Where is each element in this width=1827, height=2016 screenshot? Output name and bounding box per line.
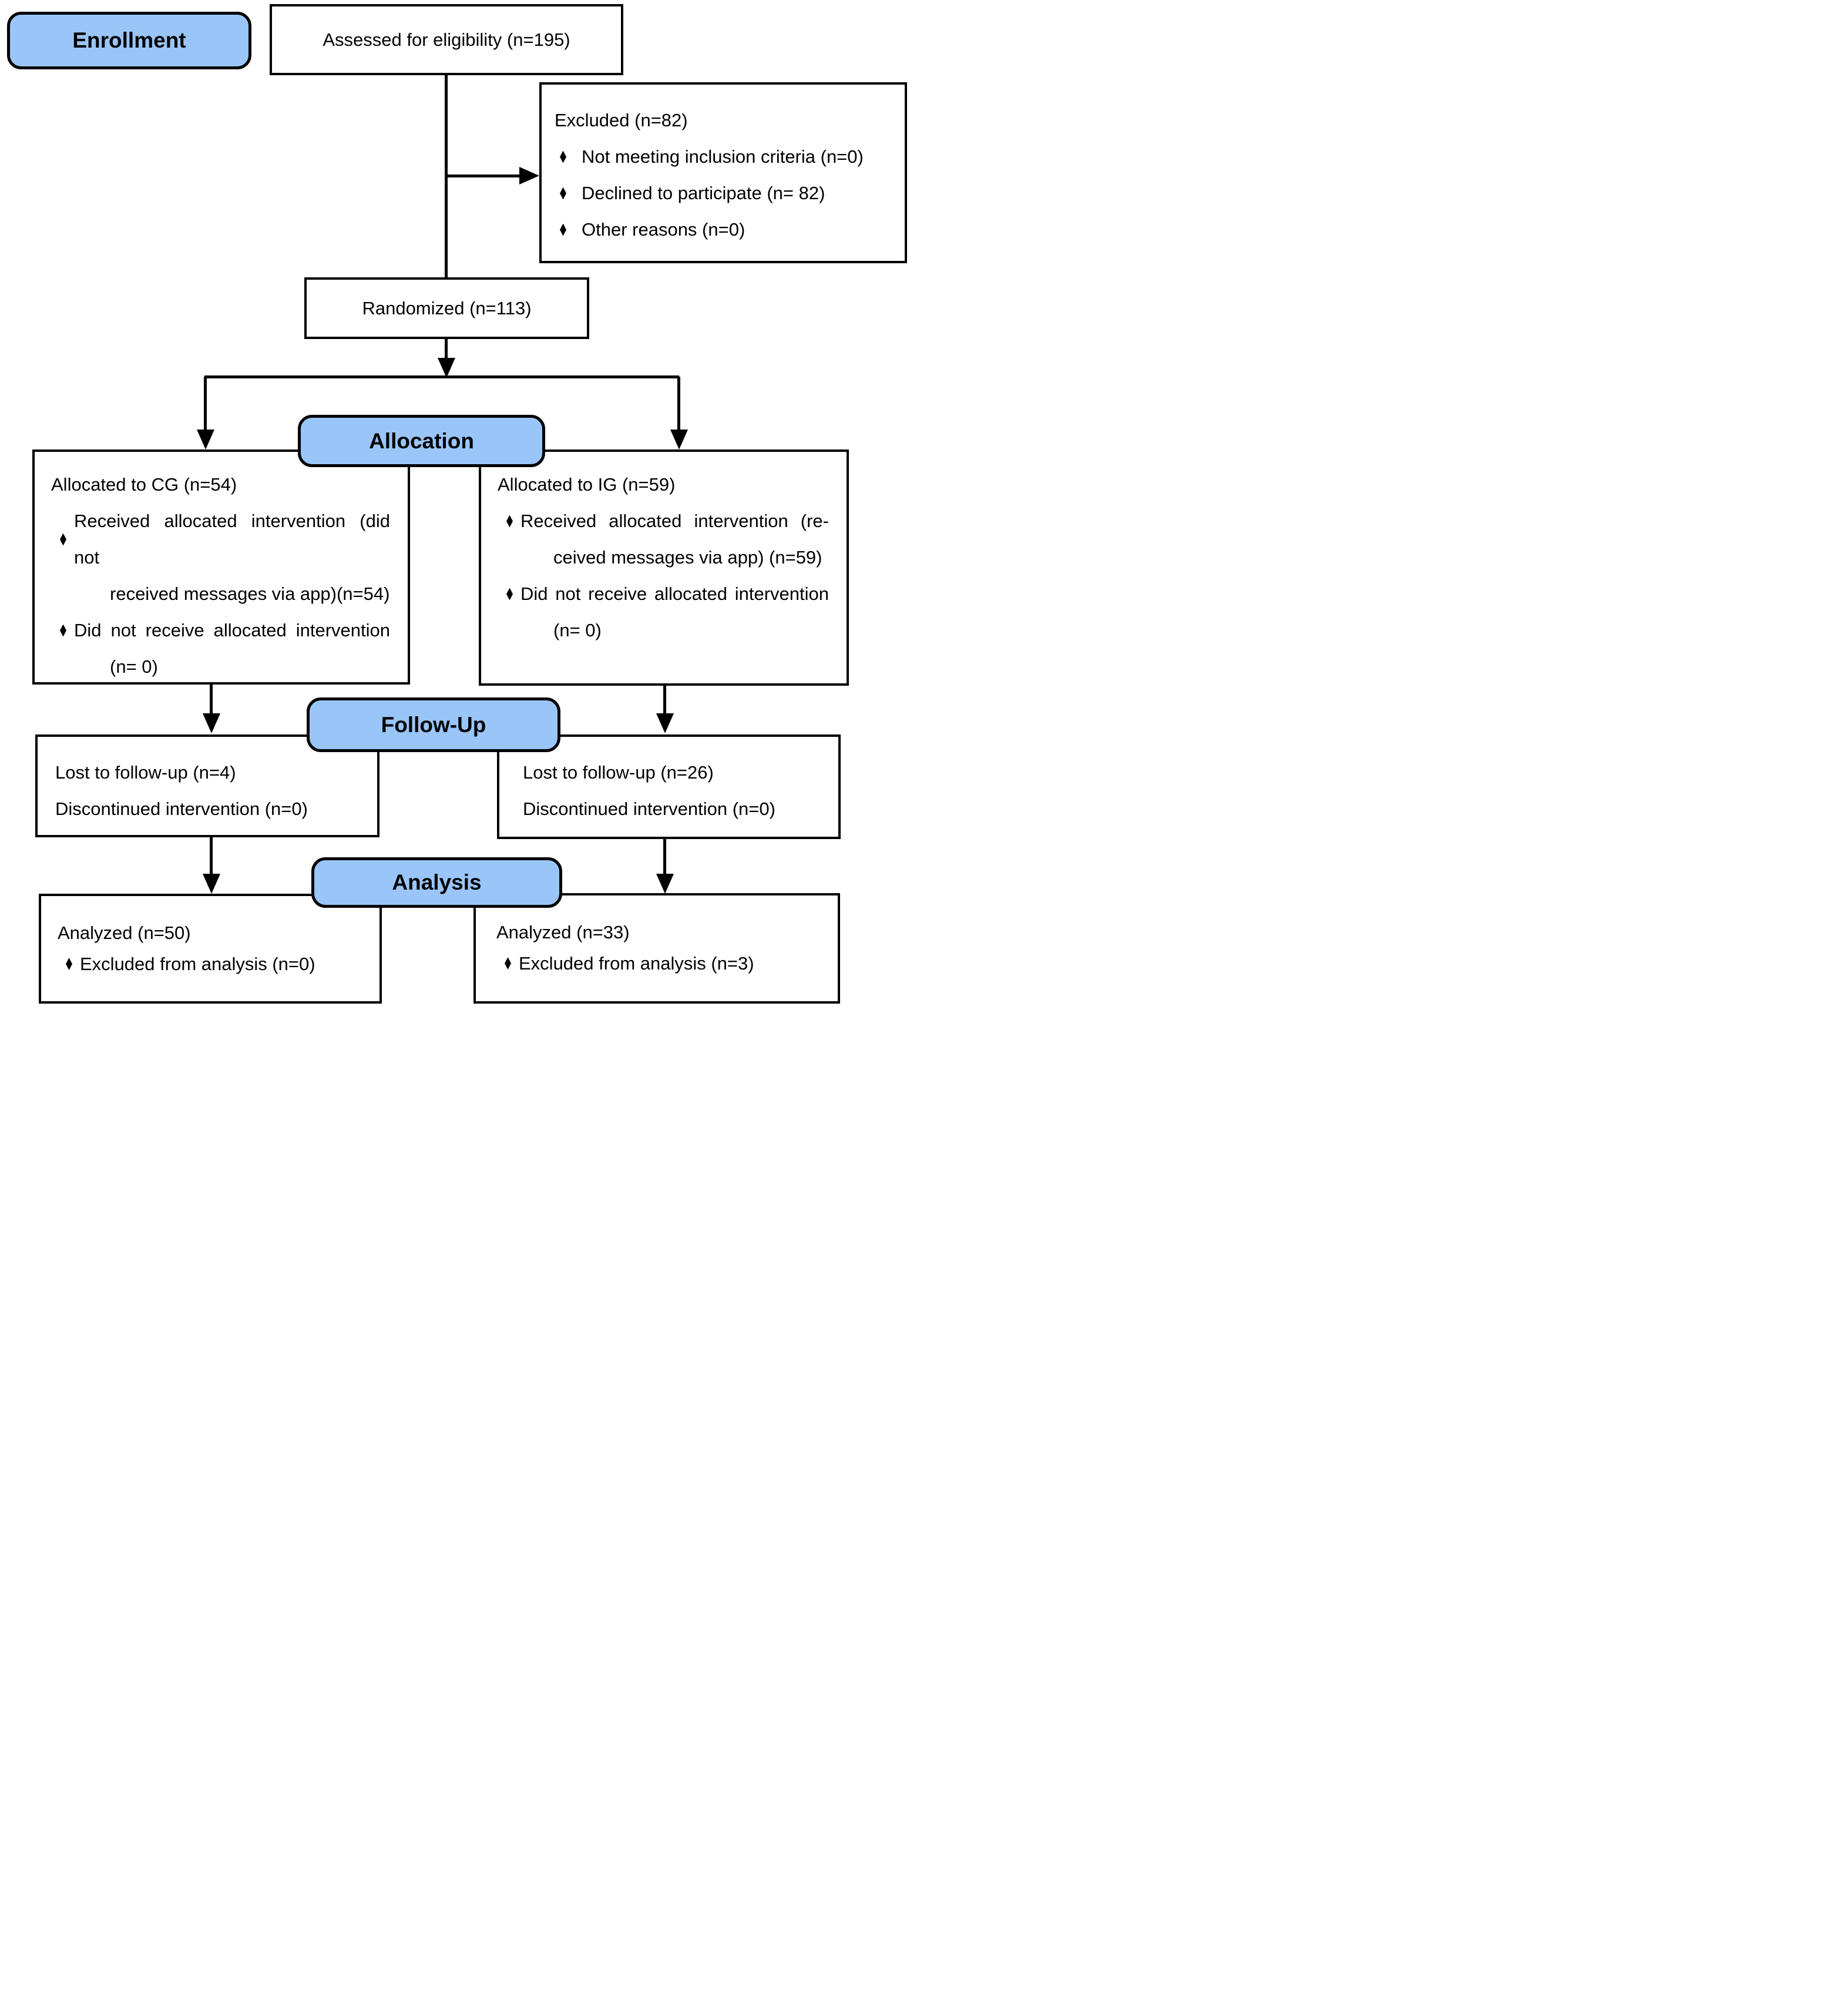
excluded-bullet-2: Declined to participate (n= 82)	[560, 175, 899, 212]
followup-phase-label-text: Follow-Up	[381, 712, 486, 737]
arrowhead-down-cg-followup-icon	[203, 713, 220, 733]
followup-phase-label: Follow-Up	[307, 697, 560, 752]
allocation-ig-title: Allocated to IG (n=59)	[498, 474, 676, 495]
analysis-ig-bullet: Excluded from analysis (n=3)	[505, 948, 826, 979]
enrollment-phase-label-text: Enrollment	[72, 28, 186, 52]
connector-branch-cg	[204, 377, 207, 431]
allocation-cg-box: Allocated to CG (n=54) Received allocate…	[32, 450, 410, 685]
diamond-bullet-icon	[60, 533, 66, 546]
excluded-box: Excluded (n=82) Not meeting inclusion cr…	[539, 82, 907, 263]
analysis-cg-analyzed: Analyzed (n=50)	[58, 923, 191, 943]
randomized-box: Randomized (n=113)	[304, 277, 589, 339]
followup-ig-lost: Lost to follow-up (n=26)	[523, 762, 714, 783]
allocation-ig-bullet-1: Received allocated intervention (re-	[506, 503, 829, 539]
diamond-bullet-icon	[66, 958, 72, 970]
followup-cg-discontinued: Discontinued intervention (n=0)	[55, 799, 308, 819]
analysis-phase-label: Analysis	[311, 857, 562, 908]
consort-flow-diagram: Enrollment Assessed for eligibility (n=1…	[0, 0, 914, 1008]
diamond-bullet-icon	[560, 150, 566, 163]
connector-cg-analysis	[210, 837, 213, 875]
arrowhead-down-ig-analysis-icon	[656, 874, 674, 894]
connector-randomized-branch	[445, 339, 448, 360]
connector-ig-analysis	[663, 839, 666, 875]
allocation-cg-bullet-2: Did not receive allocated intervention	[60, 612, 390, 649]
followup-ig-discontinued: Discontinued intervention (n=0)	[523, 799, 775, 819]
excluded-bullet-3: Other reasons (n=0)	[560, 212, 899, 248]
connector-branch-ig	[677, 377, 680, 431]
analysis-cg-bullet: Excluded from analysis (n=0)	[66, 948, 368, 980]
randomized-text: Randomized (n=113)	[362, 297, 532, 318]
arrowhead-down-cg-analysis-icon	[203, 874, 220, 894]
assessed-text: Assessed for eligibility (n=195)	[323, 29, 570, 50]
allocation-phase-label-text: Allocation	[369, 428, 474, 453]
branch-line	[204, 375, 679, 378]
connector-ig-followup	[663, 685, 666, 715]
diamond-bullet-icon	[560, 223, 566, 236]
allocation-cg-title: Allocated to CG (n=54)	[51, 474, 237, 495]
allocation-cg-bullet-1: Received allocated intervention (did not	[60, 503, 390, 576]
diamond-bullet-icon	[560, 187, 566, 200]
diamond-bullet-icon	[60, 624, 66, 637]
connector-assessed-randomized	[445, 75, 448, 277]
allocation-ig-bullet-1-cont: ceived messages via app) (n=59)	[553, 547, 822, 568]
excluded-bullet-1: Not meeting inclusion criteria (n=0)	[560, 139, 899, 175]
followup-cg-lost: Lost to follow-up (n=4)	[55, 762, 236, 783]
allocation-ig-bullet-2-cont: (n= 0)	[553, 620, 602, 640]
arrowhead-down-ig-followup-icon	[656, 713, 674, 733]
arrowhead-right-excluded-icon	[519, 167, 539, 185]
arrowhead-down-branch-icon	[438, 358, 455, 378]
analysis-phase-label-text: Analysis	[392, 870, 482, 894]
diamond-bullet-icon	[506, 588, 513, 601]
connector-excluded-line	[446, 175, 522, 177]
assessed-for-eligibility-box: Assessed for eligibility (n=195)	[270, 4, 623, 75]
excluded-title: Excluded (n=82)	[555, 110, 688, 130]
analysis-ig-box: Analyzed (n=33) Excluded from analysis (…	[473, 893, 840, 1004]
allocation-ig-bullet-2: Did not receive allocated intervention	[506, 576, 829, 612]
allocation-ig-box: Allocated to IG (n=59) Received allocate…	[479, 450, 849, 686]
diamond-bullet-icon	[505, 957, 511, 970]
allocation-cg-bullet-2-cont: (n= 0)	[110, 656, 158, 677]
diamond-bullet-icon	[506, 515, 513, 528]
arrowhead-down-cg-icon	[197, 430, 214, 450]
arrowhead-down-ig-icon	[670, 430, 688, 450]
allocation-cg-bullet-1-cont: received messages via app)(n=54)	[110, 583, 390, 604]
connector-cg-followup	[210, 685, 213, 715]
analysis-cg-box: Analyzed (n=50) Excluded from analysis (…	[39, 894, 382, 1004]
followup-ig-box: Lost to follow-up (n=26) Discontinued in…	[497, 734, 841, 839]
allocation-phase-label: Allocation	[298, 415, 545, 467]
enrollment-phase-label: Enrollment	[7, 12, 251, 69]
analysis-ig-analyzed: Analyzed (n=33)	[496, 922, 630, 942]
